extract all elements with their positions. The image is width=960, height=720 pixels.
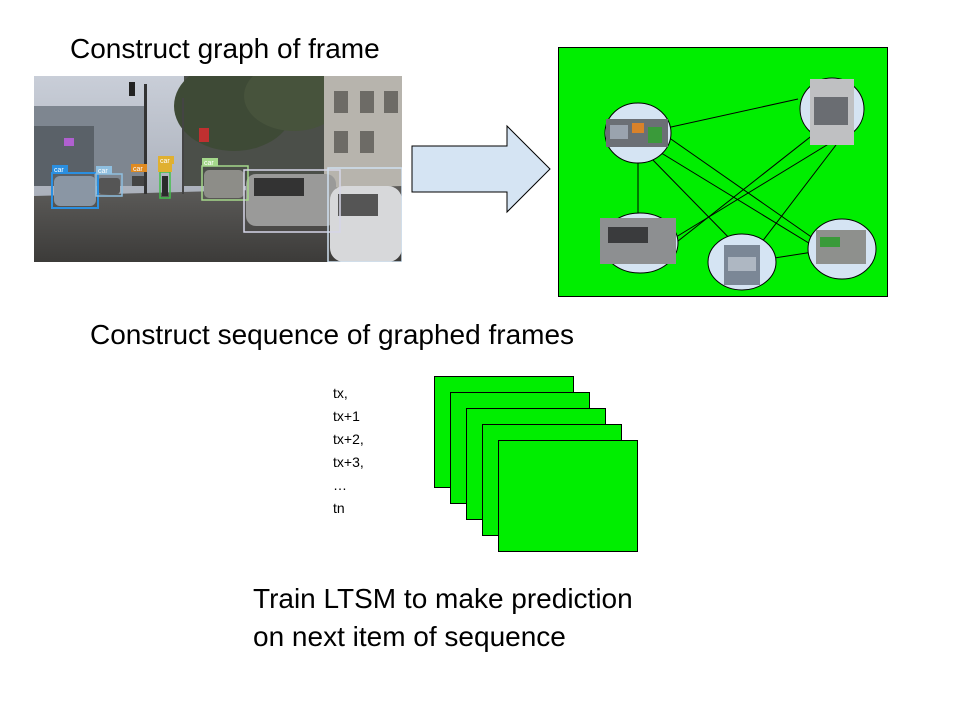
- graph-node: [707, 233, 777, 291]
- graph-node: [807, 218, 877, 280]
- detection-label: car: [133, 166, 143, 173]
- time-step-label: tx+1: [333, 408, 360, 424]
- construct-graph-heading: Construct graph of frame: [70, 33, 380, 64]
- time-step-label: tx+2,: [333, 431, 364, 447]
- graph-node: [600, 212, 679, 274]
- graph-node: [799, 77, 865, 145]
- detection-label: car: [54, 167, 64, 174]
- right-arrow-icon: [411, 124, 551, 214]
- detection-label: car: [98, 168, 108, 175]
- graph-frame: [498, 440, 638, 552]
- caption-line: Train LTSM to make prediction: [253, 583, 633, 614]
- time-step-label: tx,: [333, 385, 348, 401]
- graph-node: [604, 102, 672, 164]
- street-scene-image: car car car car car: [34, 76, 402, 262]
- time-step-label: …: [333, 477, 347, 493]
- train-ltsm-caption: Train LTSM to make prediction on next it…: [253, 580, 633, 656]
- detection-label: car: [204, 160, 214, 167]
- time-step-list: tx, tx+1 tx+2, tx+3, … tn: [333, 382, 364, 520]
- detection-label: car: [160, 158, 170, 165]
- graph-edges: [637, 98, 841, 260]
- object-graph-panel: [558, 47, 888, 297]
- construct-sequence-heading: Construct sequence of graphed frames: [90, 319, 575, 350]
- time-step-label: tx+3,: [333, 454, 364, 470]
- caption-line: on next item of sequence: [253, 621, 566, 652]
- time-step-label: tn: [333, 500, 345, 516]
